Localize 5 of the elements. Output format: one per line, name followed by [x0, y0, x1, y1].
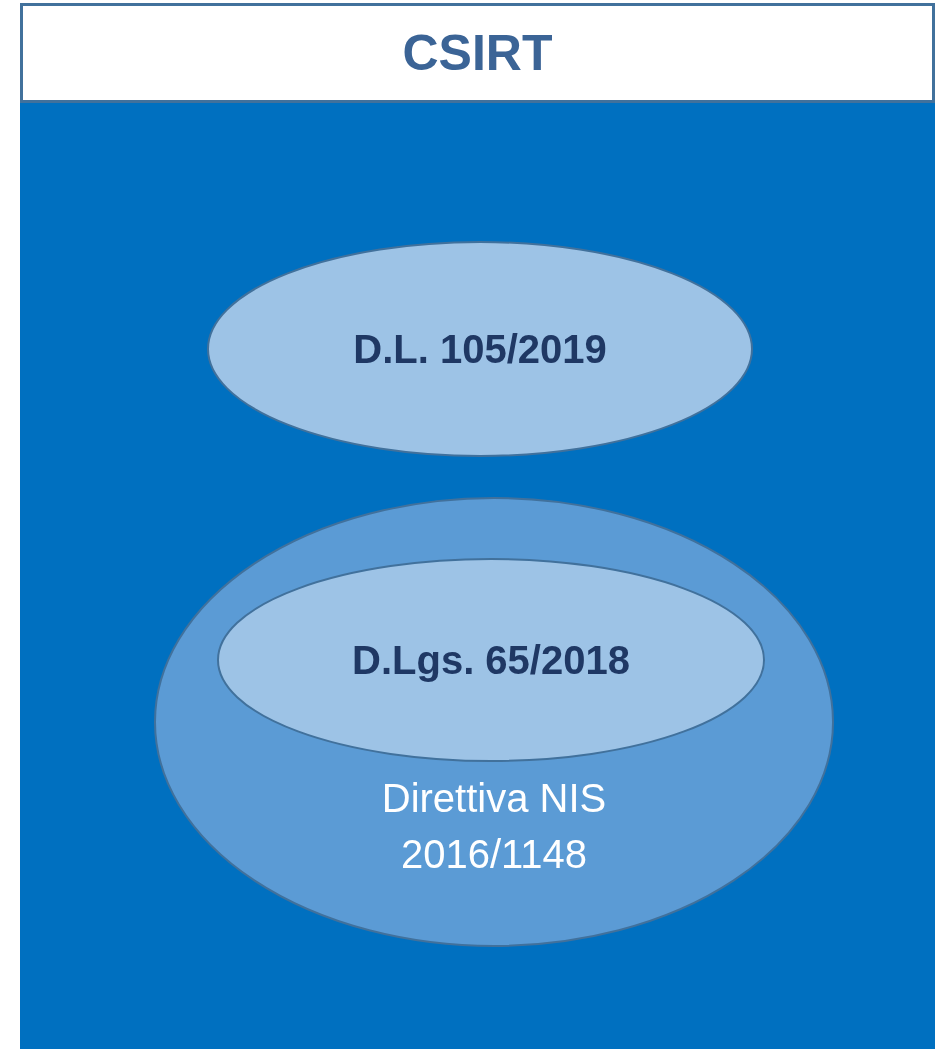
- ellipse-label: D.L. 105/2019: [352, 326, 608, 373]
- header-box: CSIRT: [20, 3, 935, 103]
- ellipse-label: Direttiva NIS 2016/1148: [380, 774, 608, 878]
- panel-background: [20, 3, 935, 1049]
- ellipse-label: D.Lgs. 65/2018: [351, 637, 631, 684]
